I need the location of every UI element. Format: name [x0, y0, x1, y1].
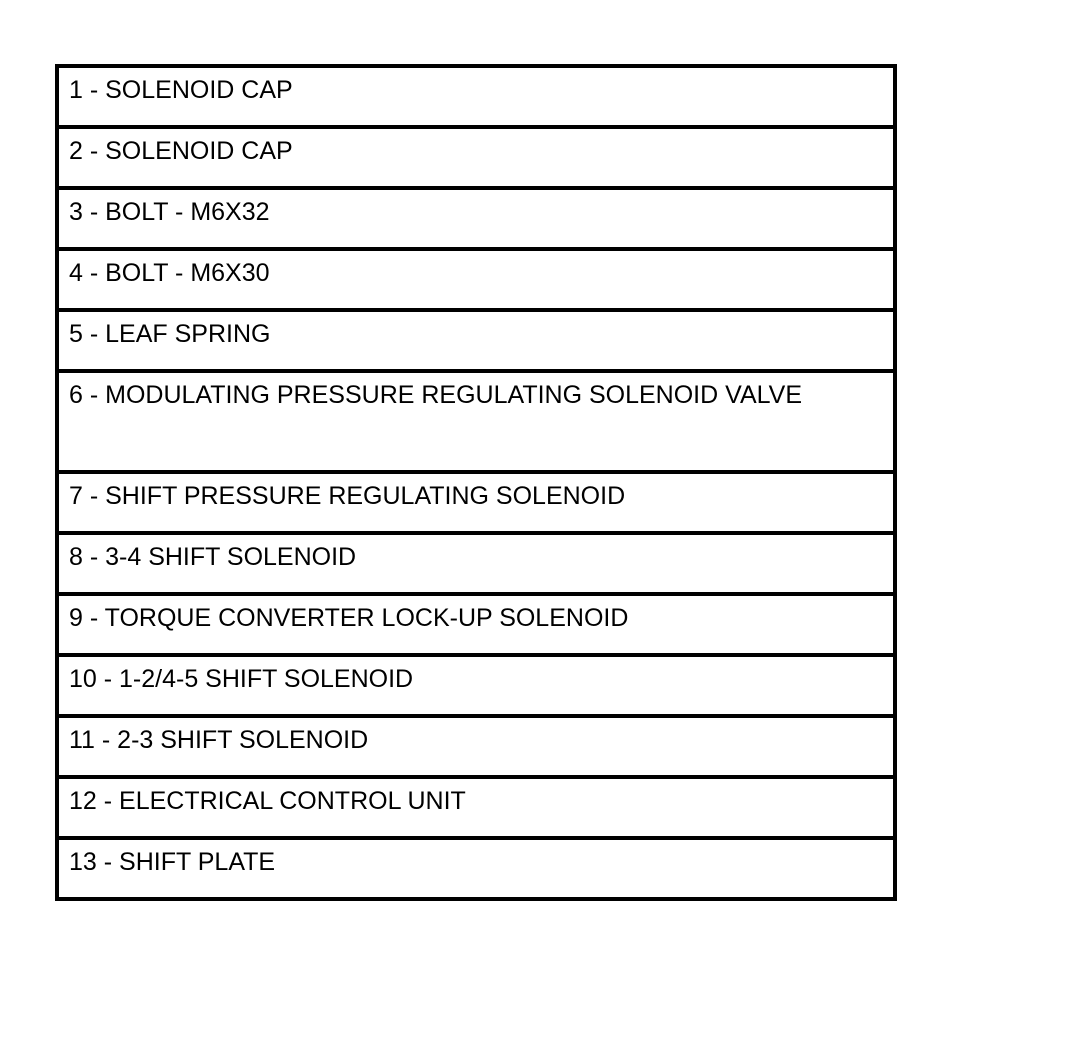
- legend-item: 8 - 3-4 SHIFT SOLENOID: [55, 531, 897, 596]
- legend-item: 1 - SOLENOID CAP: [55, 64, 897, 129]
- parts-legend-table: 1 - SOLENOID CAP 2 - SOLENOID CAP 3 - BO…: [55, 64, 897, 901]
- table-row: 7 - SHIFT PRESSURE REGULATING SOLENOID: [55, 470, 897, 535]
- table-row: 10 - 1-2/4-5 SHIFT SOLENOID: [55, 653, 897, 718]
- table-row: 4 - BOLT - M6X30: [55, 247, 897, 312]
- table-row: 1 - SOLENOID CAP: [55, 64, 897, 129]
- legend-item: 9 - TORQUE CONVERTER LOCK-UP SOLENOID: [55, 592, 897, 657]
- legend-item: 11 - 2-3 SHIFT SOLENOID: [55, 714, 897, 779]
- table-row: 12 - ELECTRICAL CONTROL UNIT: [55, 775, 897, 840]
- table-row: 5 - LEAF SPRING: [55, 308, 897, 373]
- legend-item: 3 - BOLT - M6X32: [55, 186, 897, 251]
- legend-item: 10 - 1-2/4-5 SHIFT SOLENOID: [55, 653, 897, 718]
- table-row: 8 - 3-4 SHIFT SOLENOID: [55, 531, 897, 596]
- legend-item: 6 - MODULATING PRESSURE REGULATING SOLEN…: [55, 369, 897, 474]
- legend-item: 5 - LEAF SPRING: [55, 308, 897, 373]
- table-row: 2 - SOLENOID CAP: [55, 125, 897, 190]
- legend-item: 2 - SOLENOID CAP: [55, 125, 897, 190]
- table-row: 13 - SHIFT PLATE: [55, 836, 897, 901]
- table-row: 6 - MODULATING PRESSURE REGULATING SOLEN…: [55, 369, 897, 474]
- table-row: 11 - 2-3 SHIFT SOLENOID: [55, 714, 897, 779]
- legend-item: 7 - SHIFT PRESSURE REGULATING SOLENOID: [55, 470, 897, 535]
- legend-item: 12 - ELECTRICAL CONTROL UNIT: [55, 775, 897, 840]
- legend-item: 4 - BOLT - M6X30: [55, 247, 897, 312]
- table-row: 9 - TORQUE CONVERTER LOCK-UP SOLENOID: [55, 592, 897, 657]
- table-row: 3 - BOLT - M6X32: [55, 186, 897, 251]
- legend-item: 13 - SHIFT PLATE: [55, 836, 897, 901]
